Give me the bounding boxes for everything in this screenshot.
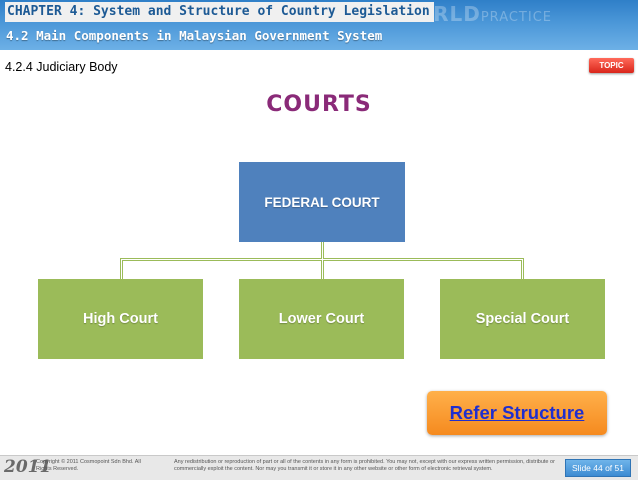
high-court-box: High Court bbox=[38, 279, 203, 359]
connector-line-highlight bbox=[522, 259, 523, 279]
slide-title: COURTS bbox=[266, 92, 372, 117]
connector-line-highlight bbox=[322, 242, 323, 279]
federal-court-box: FEDERAL COURT bbox=[239, 162, 405, 242]
watermark-sub: PRACTICE bbox=[480, 10, 552, 25]
refer-structure-button[interactable]: Refer Structure bbox=[427, 391, 607, 435]
connector-line-highlight bbox=[121, 259, 523, 260]
watermark: WORLDPRACTICE bbox=[392, 2, 552, 26]
subsection-label: 4.2.4 Judiciary Body bbox=[5, 60, 118, 74]
section-subtitle: 4.2 Main Components in Malaysian Governm… bbox=[6, 28, 383, 43]
connector-line-highlight bbox=[121, 259, 122, 279]
topic-button[interactable]: TOPIC bbox=[589, 58, 634, 73]
slide-number-badge: Slide 44 of 51 bbox=[565, 459, 631, 477]
lower-court-box: Lower Court bbox=[239, 279, 404, 359]
special-court-box: Special Court bbox=[440, 279, 605, 359]
legal-notice: Any redistribution or reproduction of pa… bbox=[174, 459, 555, 472]
chapter-title: CHAPTER 4: System and Structure of Count… bbox=[5, 2, 434, 22]
copyright-text: Copyright © 2011 Cosmopoint Sdn Bhd. All… bbox=[36, 459, 141, 472]
footer-year: 2011 bbox=[4, 457, 52, 477]
refer-structure-link[interactable]: Refer Structure bbox=[449, 402, 585, 423]
footer-bar: 2011 Copyright © 2011 Cosmopoint Sdn Bhd… bbox=[0, 455, 638, 480]
header-bar: WORLDPRACTICE CHAPTER 4: System and Stru… bbox=[0, 0, 638, 50]
